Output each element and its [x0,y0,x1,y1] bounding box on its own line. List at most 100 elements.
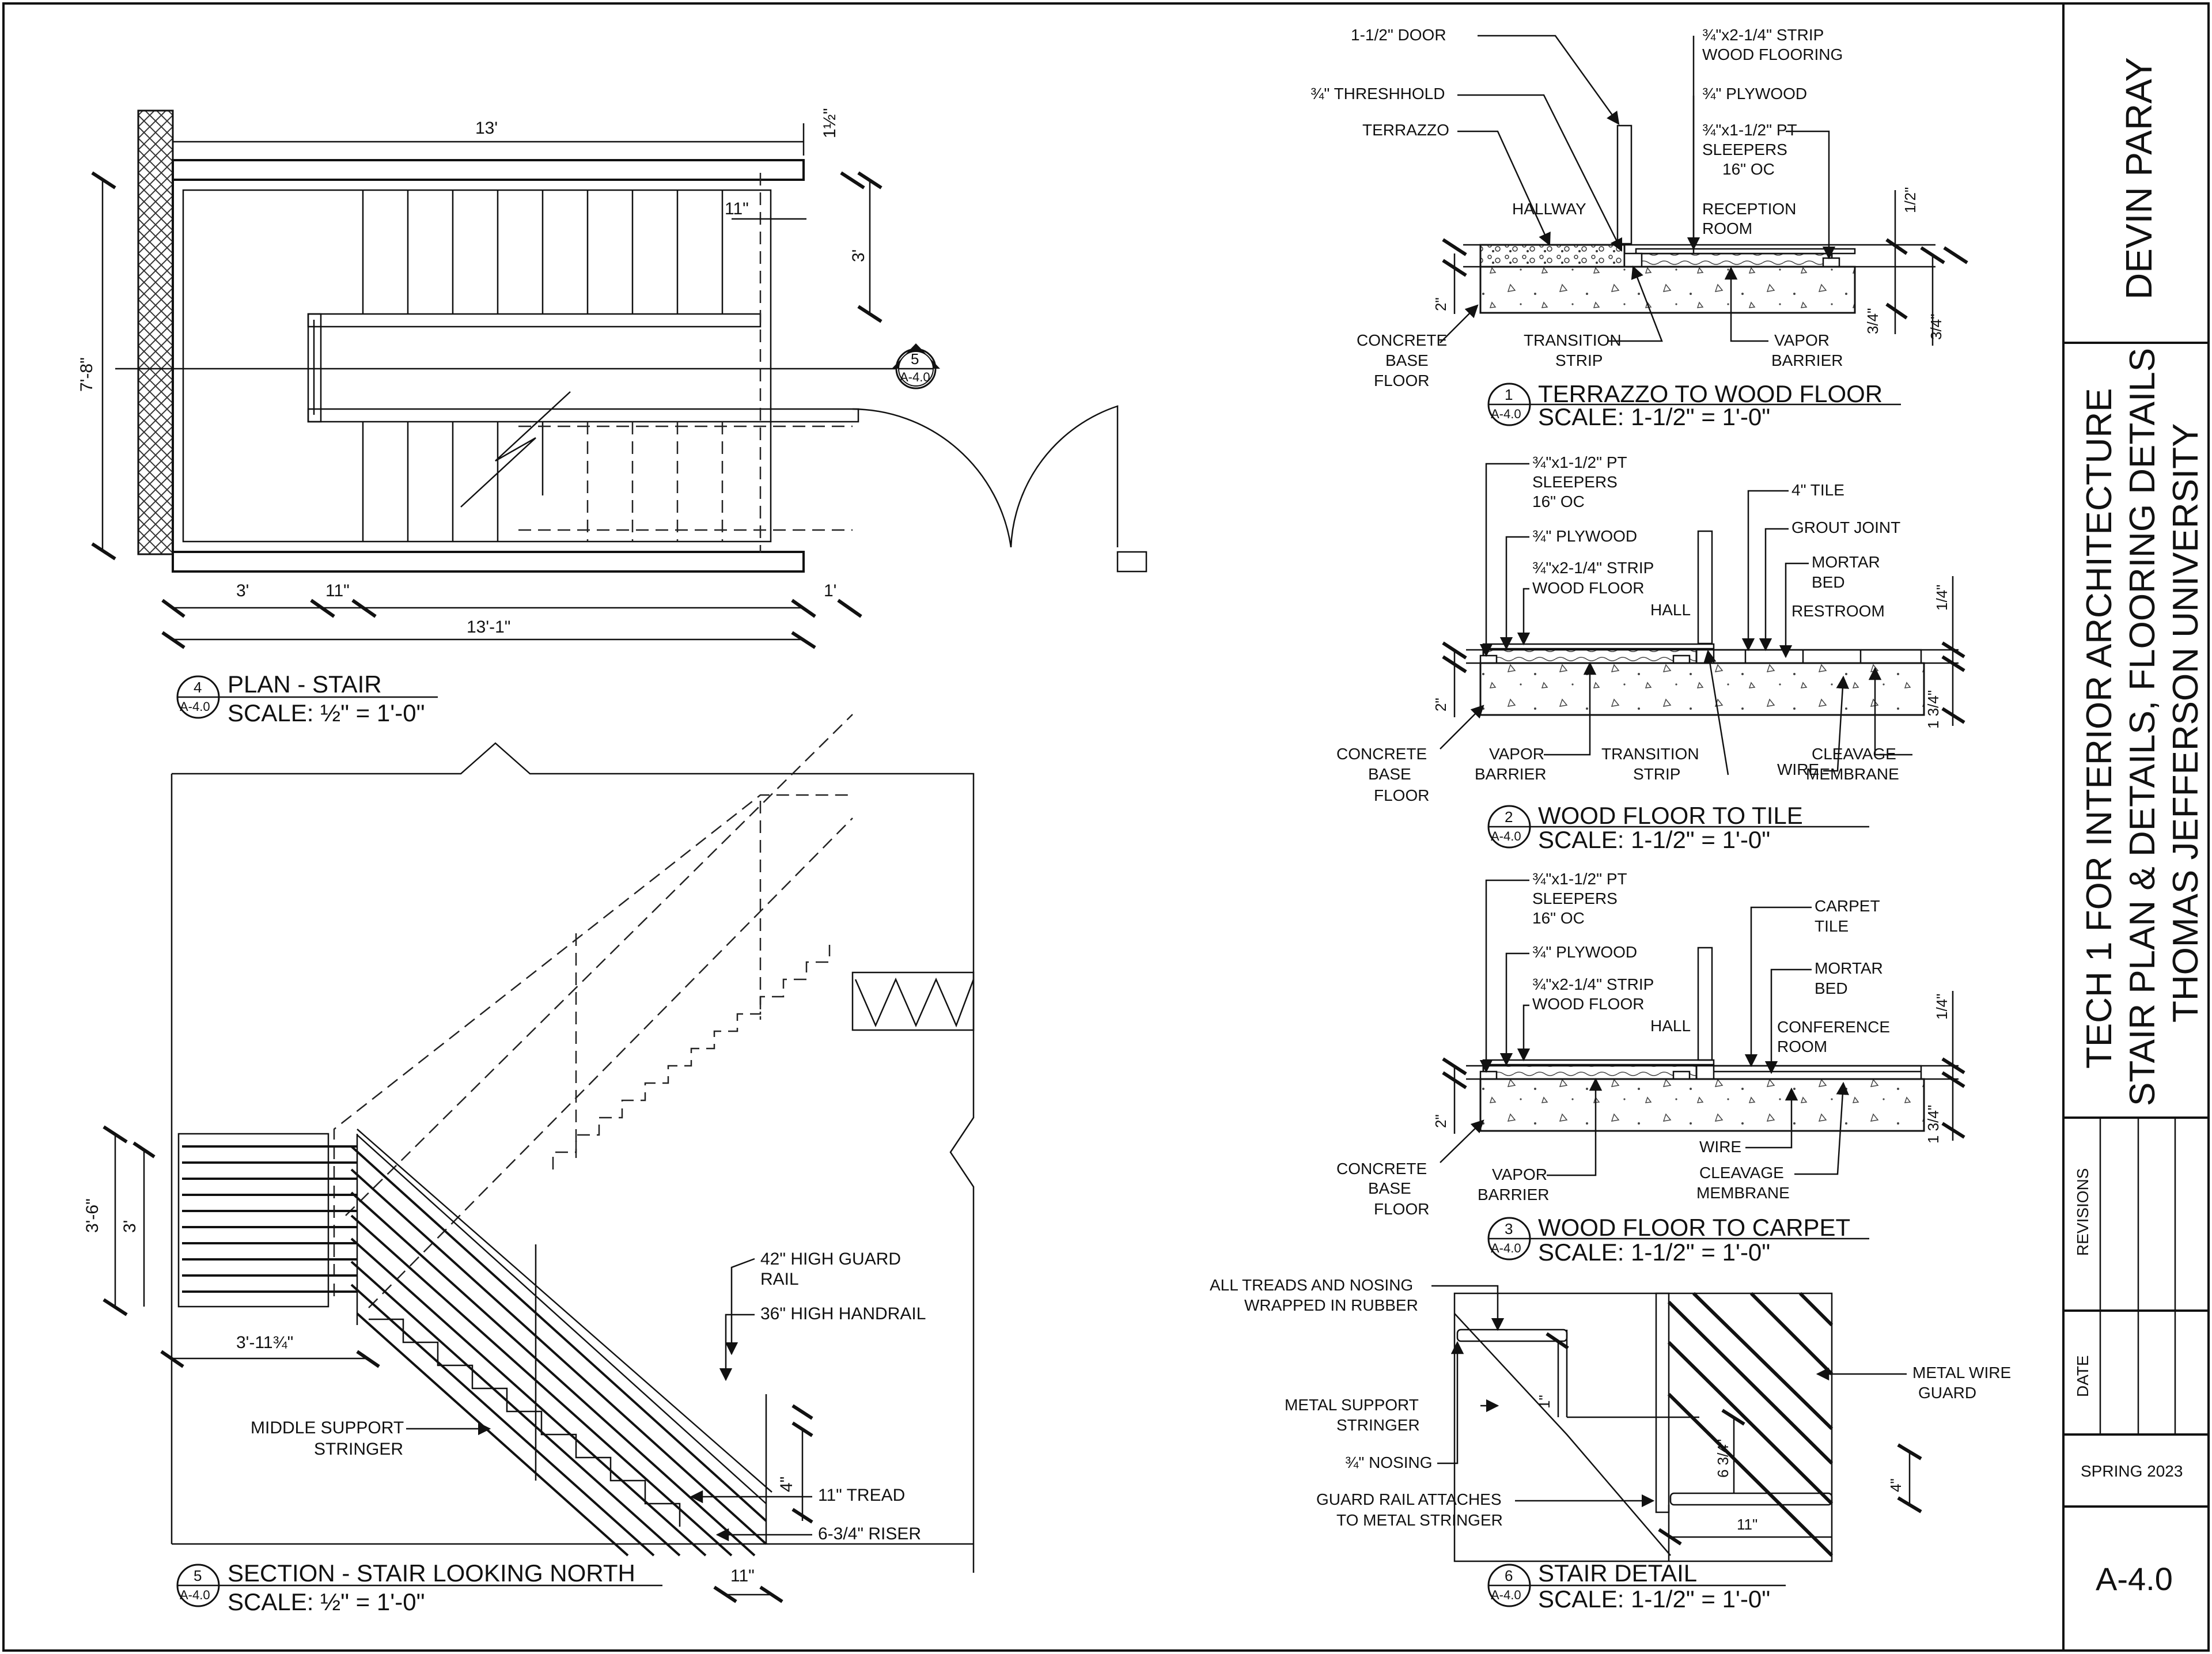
d6-scale-text: SCALE: 1-1/2" = 1'-0" [1538,1585,1770,1613]
svg-text:A-4.0: A-4.0 [180,1588,210,1602]
detail-3-wood-to-carpet: ¾"x1-1/2" PT SLEEPERS 16" OC ¾" PLYWOOD … [1336,870,1965,1266]
d2-label-transition-2: STRIP [1633,765,1680,783]
d1-label-door: 1-1/2" DOOR [1351,26,1446,44]
d6-label-nosing: ¾" NOSING [1345,1454,1433,1471]
plan-dim-three: 3' [849,249,868,262]
d2-dim-14: 1/4" [1933,585,1950,611]
section-marker-ref: A-4.0 [900,370,930,384]
d3-dim-14: 1/4" [1933,994,1950,1020]
d2-label-strip-2: WOOD FLOOR [1532,579,1644,597]
label-stringer: MIDDLE SUPPORT [251,1418,404,1437]
d1-label-strip: ¾"x2-1/4" STRIP [1702,26,1824,44]
school-name: THOMAS JEFFERSON UNIVERSITY [2166,423,2206,1023]
d6-dim-4: 4" [1887,1478,1904,1492]
date-label: DATE [2074,1355,2092,1397]
d2-label-transition: TRANSITION [1601,745,1699,763]
d3-label-room-2: ROOM [1777,1038,1827,1055]
d6-label-treads: ALL TREADS AND NOSING [1210,1276,1413,1294]
floor-truss [851,971,975,1031]
plan-title: 4 A-4.0 PLAN - STAIR SCALE: ½" = 1'-0" [176,671,438,726]
date-value: SPRING 2023 [2081,1462,2183,1480]
svg-text:3: 3 [1505,1220,1513,1237]
d2-scale-text: SCALE: 1-1/2" = 1'-0" [1538,826,1770,853]
svg-text:5: 5 [194,1567,202,1584]
svg-text:1: 1 [1505,386,1513,403]
upper-dashed-stair [333,714,853,1308]
d3-dim-2: 2" [1432,1114,1449,1128]
d6-title-text: STAIR DETAIL [1538,1560,1697,1587]
section-dim-h3: 3' [120,1220,139,1233]
d3-label-mortar-2: BED [1815,979,1848,997]
section-marker-num: 5 [911,350,919,368]
d3-label-cleavage-2: MEMBRANE [1696,1184,1790,1202]
d6-label-wire-guard: METAL WIRE [1912,1364,2011,1382]
plan-scale-text: SCALE: ½" = 1'-0" [228,699,425,726]
course-title: TECH 1 FOR INTERIOR ARCHITECTURE [2080,388,2119,1069]
svg-text:4: 4 [194,679,202,696]
guard-landing-rails [182,1145,357,1293]
d1-label-strip-2: WOOD FLOORING [1702,46,1843,63]
detail-1-terrazzo-to-wood: 1-1/2" DOOR ¾" THRESHHOLD TERRAZZO ¾"x2-… [1310,26,1968,430]
section-stair-drawing: 3'-6" 3' 3'-11¾" 4" 11" 42" HIGH GUARD R… [83,714,975,1615]
svg-text:A-4.0: A-4.0 [180,699,210,714]
d1-dim-half: 1/2" [1902,187,1919,213]
section-dim-four: 4" [777,1477,796,1492]
d1-label-concrete-3: FLOOR [1374,372,1429,389]
d1-label-concrete: CONCRETE [1357,331,1447,349]
plan-dim-top: 13' [475,119,498,138]
plan-dim-bl3: 3' [236,581,249,600]
guard-sloped-rails [350,1129,772,1557]
svg-text:2: 2 [1505,808,1513,826]
label-riser: 6-3/4" RISER [818,1524,921,1543]
d6-label-wire-guard-2: GUARD [1918,1384,1976,1402]
d6-label-guard-attach-2: TO METAL STRINGER [1336,1511,1503,1529]
d3-scale-text: SCALE: 1-1/2" = 1'-0" [1538,1239,1770,1266]
section-marker: 5 A-4.0 [892,343,940,389]
sheet-title: STAIR PLAN & DETAILS, FLOORING DETAILS [2123,348,2162,1106]
section-dim-run: 3'-11¾" [236,1333,293,1352]
d2-label-concrete-2: BASE [1368,765,1411,783]
d2-label-cleavage-2: MEMBRANE [1806,765,1899,783]
section-title-text: SECTION - STAIR LOOKING NORTH [228,1560,635,1587]
dim-ticks [91,171,882,649]
detail-6-stair: ALL TREADS AND NOSING WRAPPED IN RUBBER … [1210,1276,2011,1613]
plan-dim-height: 7'-8" [77,357,96,392]
d2-title-text: WOOD FLOOR TO TILE [1538,802,1803,829]
d1-label-transition-2: STRIP [1555,351,1603,369]
d2-label-grout: GROUT JOINT [1791,518,1900,536]
d2-label-strip: ¾"x2-1/4" STRIP [1532,559,1654,577]
plan-dim-gap: 11" [725,199,749,218]
d6-dim-634: 6 3/4" [1714,1439,1732,1478]
d2-label-ply: ¾" PLYWOOD [1532,527,1637,545]
d3-label-strip-2: WOOD FLOOR [1532,995,1644,1013]
d2-label-sleepers-3: 16" OC [1532,493,1585,510]
d1-label-concrete-2: BASE [1385,351,1429,369]
d1-label-vapor: VAPOR [1774,331,1830,349]
d2-label-sleepers: ¾"x1-1/2" PT [1532,453,1627,471]
d3-label-ply: ¾" PLYWOOD [1532,943,1637,961]
d2-label-tile: 4" TILE [1791,481,1844,499]
section-stair-steps [369,1318,681,1527]
d3-label-sleepers-3: 16" OC [1532,909,1585,927]
d1-ticks [1442,238,1968,320]
d1-title: 1 A-4.0 TERRAZZO TO WOOD FLOOR SCALE: 1-… [1487,380,1901,430]
d2-label-cleavage: CLEAVAGE [1812,745,1896,763]
section-dim-eleven: 11" [730,1566,755,1585]
label-tread: 11" TREAD [818,1486,905,1505]
section-ticks [103,1125,813,1603]
d3-title-text: WOOD FLOOR TO CARPET [1538,1214,1850,1241]
d3-label-vapor-2: BARRIER [1478,1186,1549,1203]
d3-label-concrete-3: FLOOR [1374,1200,1429,1218]
d2-label-vapor-2: BARRIER [1475,765,1546,783]
d3-label-wire: WIRE [1699,1138,1741,1156]
d2-label-vapor: VAPOR [1489,745,1544,763]
d1-scale-text: SCALE: 1-1/2" = 1'-0" [1538,403,1770,430]
revisions-label: REVISIONS [2074,1168,2092,1256]
d1-label-sleepers: ¾"x1-1/2" PT [1702,121,1797,139]
section-dim-h36: 3'-6" [83,1198,102,1233]
d2-label-sleepers-2: SLEEPERS [1532,473,1618,491]
d2-label-concrete: CONCRETE [1336,745,1427,763]
plan-wall [137,109,174,555]
